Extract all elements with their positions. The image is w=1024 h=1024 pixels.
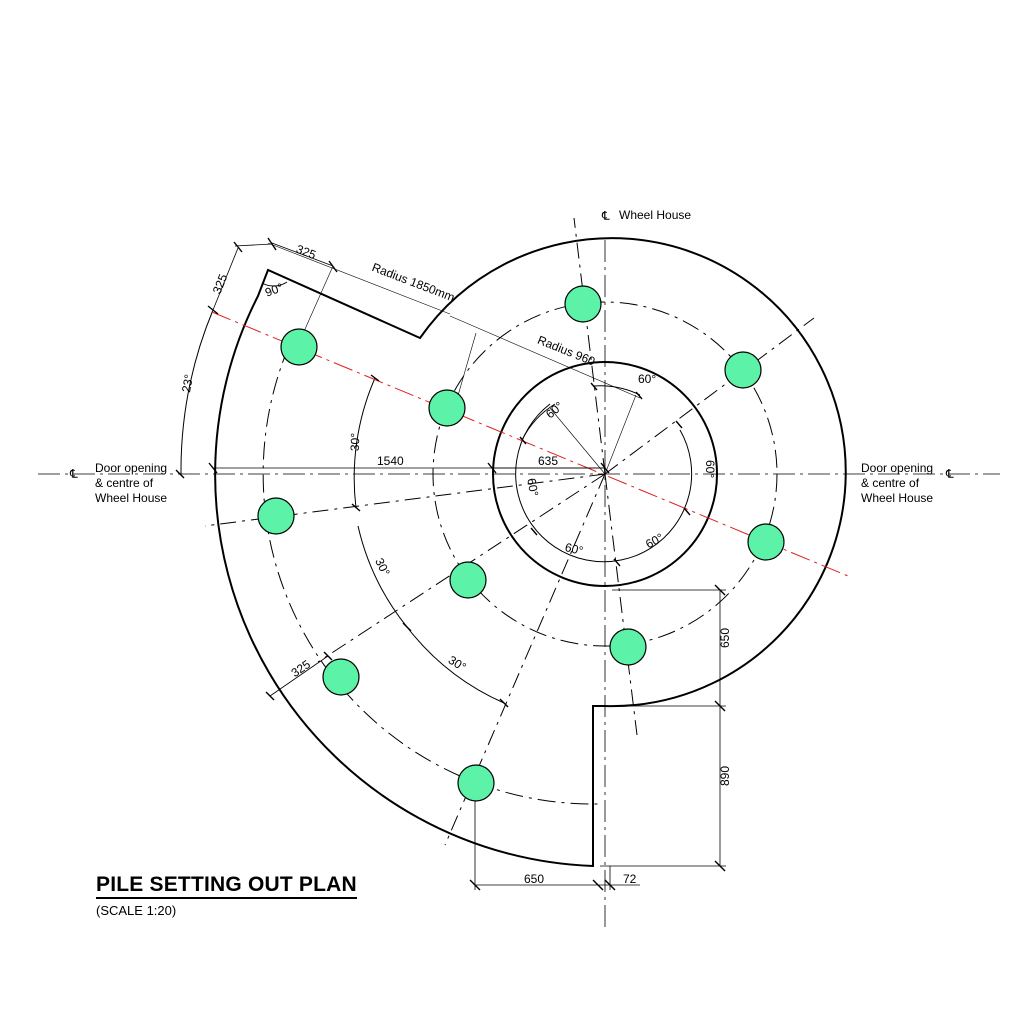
outer-pile-ring: [262, 345, 599, 805]
tick: [469, 879, 481, 891]
dim-72: 72: [623, 872, 637, 886]
radius-1850-leader: [267, 242, 451, 315]
plan-title: PILE SETTING OUT PLAN: [96, 873, 357, 899]
angle-23: 23°: [179, 373, 196, 394]
pile-axis-red: [211, 311, 849, 577]
angle-arc-30-lower: [406, 626, 505, 704]
dim-325-top: 325: [294, 242, 318, 262]
pile: [609, 628, 647, 666]
pile: [747, 523, 785, 561]
tick: [351, 503, 361, 512]
tick: [207, 305, 219, 315]
cl-symbol-right: ℄: [945, 467, 954, 481]
door-label-left-2: & centre of: [95, 476, 154, 490]
dim-650-bottom: 650: [524, 872, 544, 886]
pile: [280, 328, 318, 366]
angle-30-lower: 30°: [446, 653, 469, 675]
radial-line-2: [604, 317, 815, 475]
radial-line-5: [444, 473, 606, 846]
tick: [233, 241, 243, 253]
dim-635: 635: [538, 454, 558, 468]
dim-325-bottom: 325: [289, 657, 314, 680]
leader-inner-1: [604, 394, 637, 475]
tick: [370, 374, 380, 382]
angle-arc-23: [180, 309, 214, 475]
tick: [683, 507, 691, 516]
angle-60-right: 60°: [703, 460, 717, 478]
door-label-right-1: Door opening: [861, 461, 933, 475]
tick: [714, 700, 726, 712]
radial-line-6: [604, 473, 638, 736]
door-label-left-1: Door opening: [95, 461, 167, 475]
upper-angle-arc: [593, 385, 641, 396]
angle-60-lowerright: 60°: [643, 530, 666, 551]
radial-line-4: [317, 473, 606, 663]
plan-scale: (SCALE 1:20): [96, 903, 177, 918]
tick: [714, 584, 726, 596]
door-label-right-2: & centre of: [861, 476, 920, 490]
tick: [208, 462, 218, 474]
corner-angle-arc: [261, 281, 288, 287]
radius-1850-label: Radius 1850mm: [370, 260, 457, 304]
tick: [590, 382, 598, 391]
tick: [600, 462, 610, 474]
tick: [714, 860, 726, 872]
pile: [428, 389, 466, 427]
leader-inner-2: [549, 407, 606, 475]
radial-line-1: [573, 217, 606, 475]
pile: [449, 561, 487, 599]
tick: [592, 879, 604, 891]
pile: [322, 658, 360, 696]
dim-325-top-line: [234, 243, 273, 247]
angle-30-middle: 30°: [372, 556, 393, 579]
tick: [604, 879, 616, 891]
angle-30-upper: 30°: [348, 433, 363, 452]
dim-1540: 1540: [377, 454, 404, 468]
angle-60-top: 60°: [638, 372, 656, 386]
inner-angle-arc: [515, 403, 693, 563]
dim-325-bottom-line: [269, 655, 329, 697]
tick: [323, 651, 333, 661]
cl-symbol-left: ℄: [69, 467, 78, 481]
tick: [487, 462, 497, 474]
tick: [613, 558, 621, 567]
angle-60-bottom: 60°: [564, 540, 585, 558]
angle-arc-30-upper: [353, 377, 376, 509]
pile: [564, 285, 602, 323]
tick: [328, 260, 338, 273]
pile: [257, 497, 295, 535]
wheel-house-label: Wheel House: [619, 208, 691, 222]
dim-325-top-line2: [271, 242, 334, 267]
tick: [530, 527, 538, 536]
radius-960-leader: [449, 315, 641, 399]
angle-arc-30-middle: [357, 525, 408, 628]
tick: [635, 391, 643, 400]
pile: [457, 764, 495, 802]
tick: [519, 436, 527, 445]
pile: [724, 351, 762, 389]
tick: [402, 622, 412, 632]
left-angle-arc: [521, 403, 556, 441]
radial-line-3: [204, 473, 606, 527]
angle-90: 90°: [263, 280, 285, 299]
angle-60-upperleft: 60°: [543, 399, 566, 422]
angle-60-left: 60°: [524, 477, 541, 497]
tick: [265, 691, 275, 701]
wheelhouse-outline: [214, 237, 847, 868]
tick: [175, 469, 185, 479]
dim-890: 890: [718, 766, 732, 786]
tick: [499, 698, 509, 708]
dim-325-left-line: [212, 247, 239, 311]
cl-symbol-top: ℄: [601, 209, 610, 223]
dim-650-right: 650: [718, 628, 732, 648]
door-label-right-3: Wheel House: [861, 491, 933, 505]
door-label-left-3: Wheel House: [95, 491, 167, 505]
tick: [675, 420, 683, 429]
tick: [267, 237, 277, 251]
